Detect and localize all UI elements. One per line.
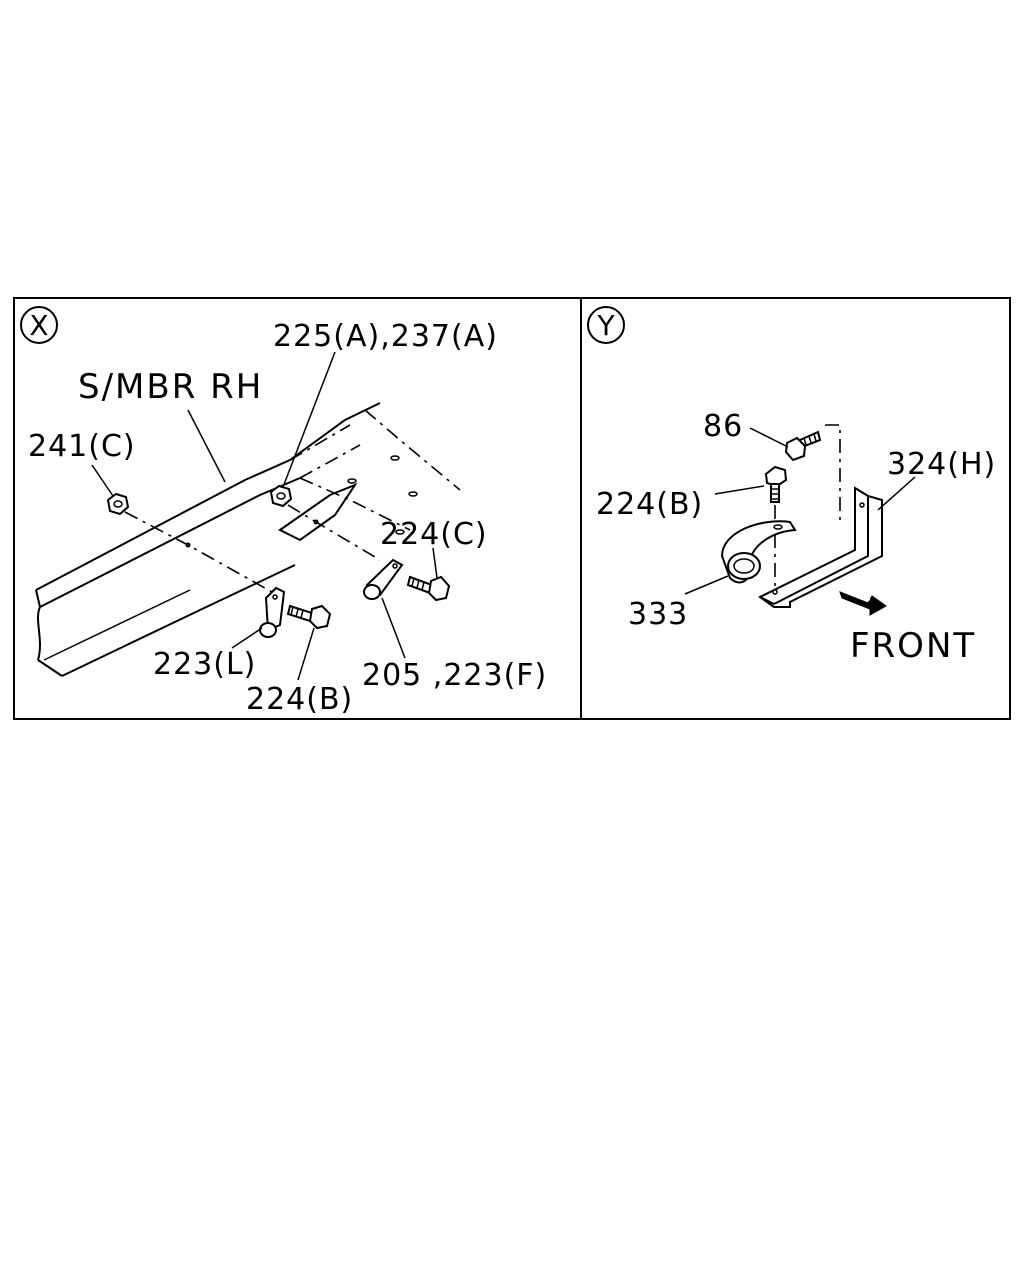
panel-y: Y — [587, 306, 996, 666]
bolt-224b-x — [286, 604, 332, 630]
label-bolt-224b-x: 224(B) — [246, 682, 353, 717]
label-member: S/MBR RH — [78, 367, 263, 407]
leader-member — [187, 409, 226, 483]
label-nut-241c: 241(C) — [28, 429, 136, 464]
label-clip-333: 333 — [628, 597, 688, 632]
assembly-line-86 — [825, 424, 841, 520]
leader-241c — [91, 464, 114, 497]
label-bracket-205: 205 ,223(F) — [362, 658, 547, 693]
leader-86 — [749, 427, 789, 448]
bolt-86 — [784, 430, 822, 462]
side-member-rail — [35, 402, 461, 677]
assembly-line-right — [287, 504, 381, 561]
clip-333 — [720, 520, 797, 584]
nut-225a — [269, 484, 293, 508]
panel-x-frame — [13, 297, 582, 720]
bracket-223l — [259, 586, 286, 638]
label-bolt-224b-y: 224(B) — [596, 487, 703, 522]
label-bracket-324h: 324(H) — [887, 447, 996, 482]
label-bolt-224c: 224(C) — [380, 517, 488, 552]
leader-324h — [877, 476, 916, 511]
callout-letter-y: Y — [596, 309, 615, 342]
callout-circle-x — [20, 306, 58, 344]
leader-223l — [231, 627, 263, 649]
callout-letter-x: X — [29, 309, 48, 342]
leader-224b-y — [714, 485, 765, 495]
panel-x: X — [20, 306, 547, 717]
label-nut-225a: 225(A),237(A) — [273, 319, 498, 354]
leader-333 — [684, 575, 729, 595]
panel-y-frame — [580, 297, 1011, 720]
leader-224c — [432, 547, 438, 579]
leader-205 — [381, 597, 406, 659]
bracket-324h — [758, 486, 883, 608]
callout-circle-y — [587, 306, 625, 344]
leader-224b-x — [297, 627, 315, 681]
assembly-line-left — [124, 511, 273, 593]
bolt-224b-y — [764, 465, 788, 503]
label-bracket-223l: 223(L) — [153, 647, 256, 682]
label-front: FRONT — [850, 626, 976, 666]
bracket-205-223f — [363, 558, 404, 600]
leader-225a — [282, 351, 336, 488]
front-arrow-icon — [839, 589, 887, 616]
bolt-224c — [406, 575, 451, 602]
label-bolt-86: 86 — [703, 409, 743, 444]
nut-241c — [106, 492, 130, 516]
